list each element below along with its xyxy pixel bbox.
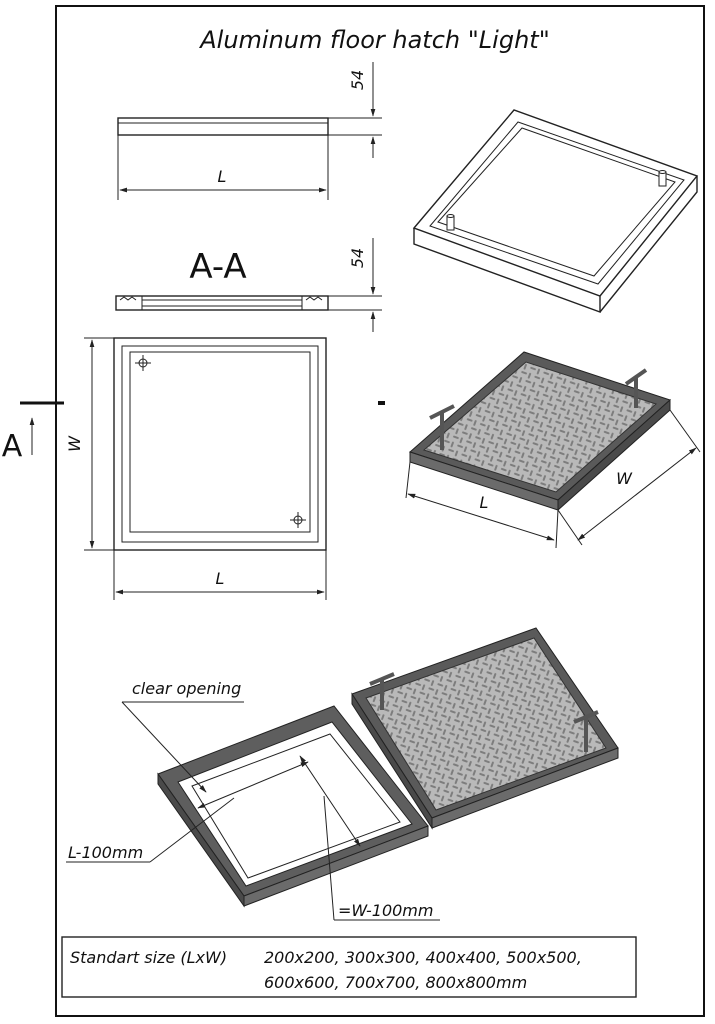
width-label-plan: W xyxy=(65,435,84,452)
w-minus-label: =W-100mm xyxy=(338,901,433,920)
width-label-iso: W xyxy=(616,469,633,488)
iso-hatch-closed: L W xyxy=(405,351,701,549)
sheet-border xyxy=(55,5,705,1017)
standard-size-line1: 200x200, 300x300, 400x400, 500x500, xyxy=(264,948,582,967)
iso-frame-wireframe xyxy=(412,109,699,314)
plan-view: W L xyxy=(65,337,327,600)
w-minus-annotation: =W-100mm xyxy=(299,755,440,921)
section-cut-marker: A xyxy=(2,401,64,464)
l-minus-label: L-100mm xyxy=(68,843,143,862)
drawing-title: Aluminum floor hatch "Light" xyxy=(198,26,549,54)
standard-size-line2: 600x600, 700x700, 800x800mm xyxy=(264,973,527,992)
standard-size-label: Standart size (LxW) xyxy=(70,948,227,967)
crosshair-icon xyxy=(135,355,151,371)
length-label-iso: L xyxy=(480,493,489,512)
crosshair-icon xyxy=(290,512,306,528)
lift-handle-icon xyxy=(369,672,395,710)
lift-handle-icon xyxy=(429,404,455,450)
clear-opening-label: clear opening xyxy=(132,679,241,698)
lift-handle-icon xyxy=(573,710,599,752)
height-label-top: 54 xyxy=(348,70,367,90)
hinge-pin-icon xyxy=(446,214,455,231)
height-label-section: 54 xyxy=(348,248,367,268)
iso-lid-open xyxy=(351,627,619,830)
length-label-plan: L xyxy=(216,569,225,588)
length-label-top: L xyxy=(218,167,227,186)
hinge-pin-icon xyxy=(658,170,667,187)
dash-mark xyxy=(378,401,385,405)
lift-handle-icon xyxy=(624,368,648,408)
standard-size-box: Standart size (LxW) 200x200, 300x300, 40… xyxy=(61,936,637,998)
section-view: 54 xyxy=(115,238,382,332)
section-label: A-A xyxy=(189,247,246,287)
side-view-top: L 54 xyxy=(117,62,382,200)
clear-opening-annotation: clear opening xyxy=(121,679,244,793)
section-mark-letter: A xyxy=(2,429,23,464)
l-minus-annotation: L-100mm xyxy=(66,761,309,863)
